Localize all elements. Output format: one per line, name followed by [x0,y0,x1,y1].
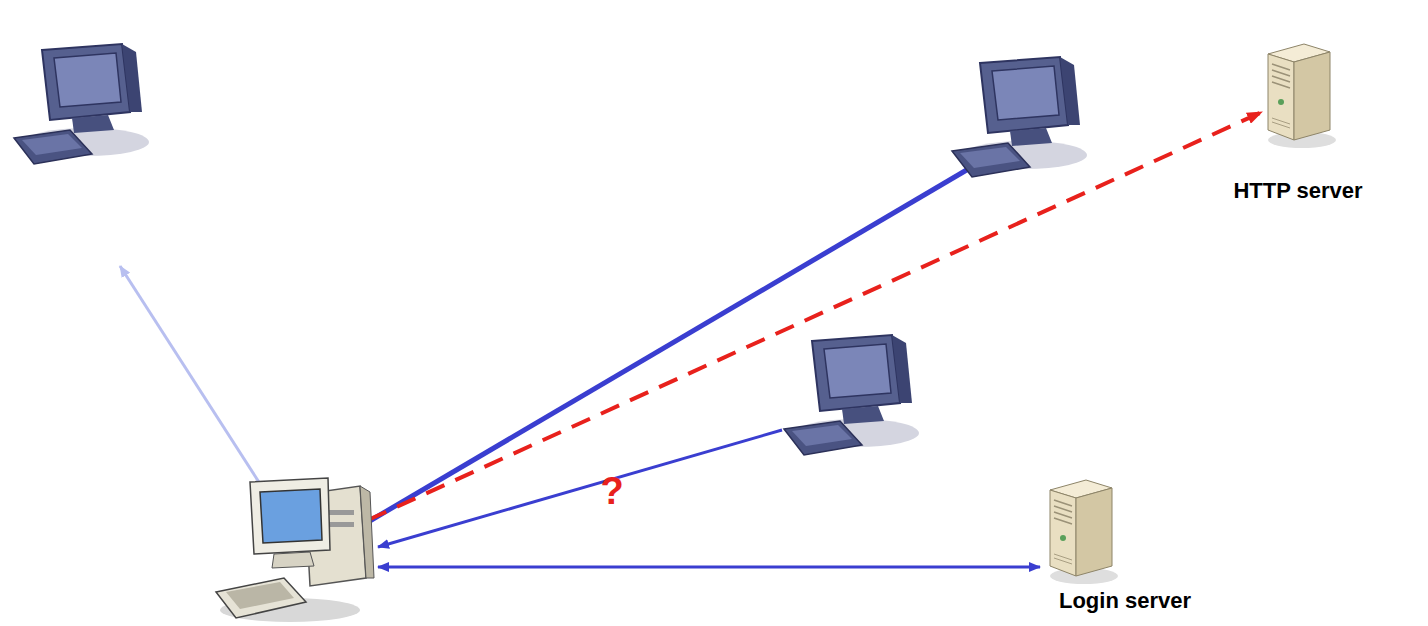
server-label: HTTP server [1233,178,1362,204]
server-node: HTTP server [1228,40,1418,210]
server-icon [1040,476,1120,586]
server-node: Login server [1010,470,1220,620]
question-mark: ? [600,472,623,510]
server-label: Login server [1059,588,1191,614]
server-icon [1258,40,1338,150]
